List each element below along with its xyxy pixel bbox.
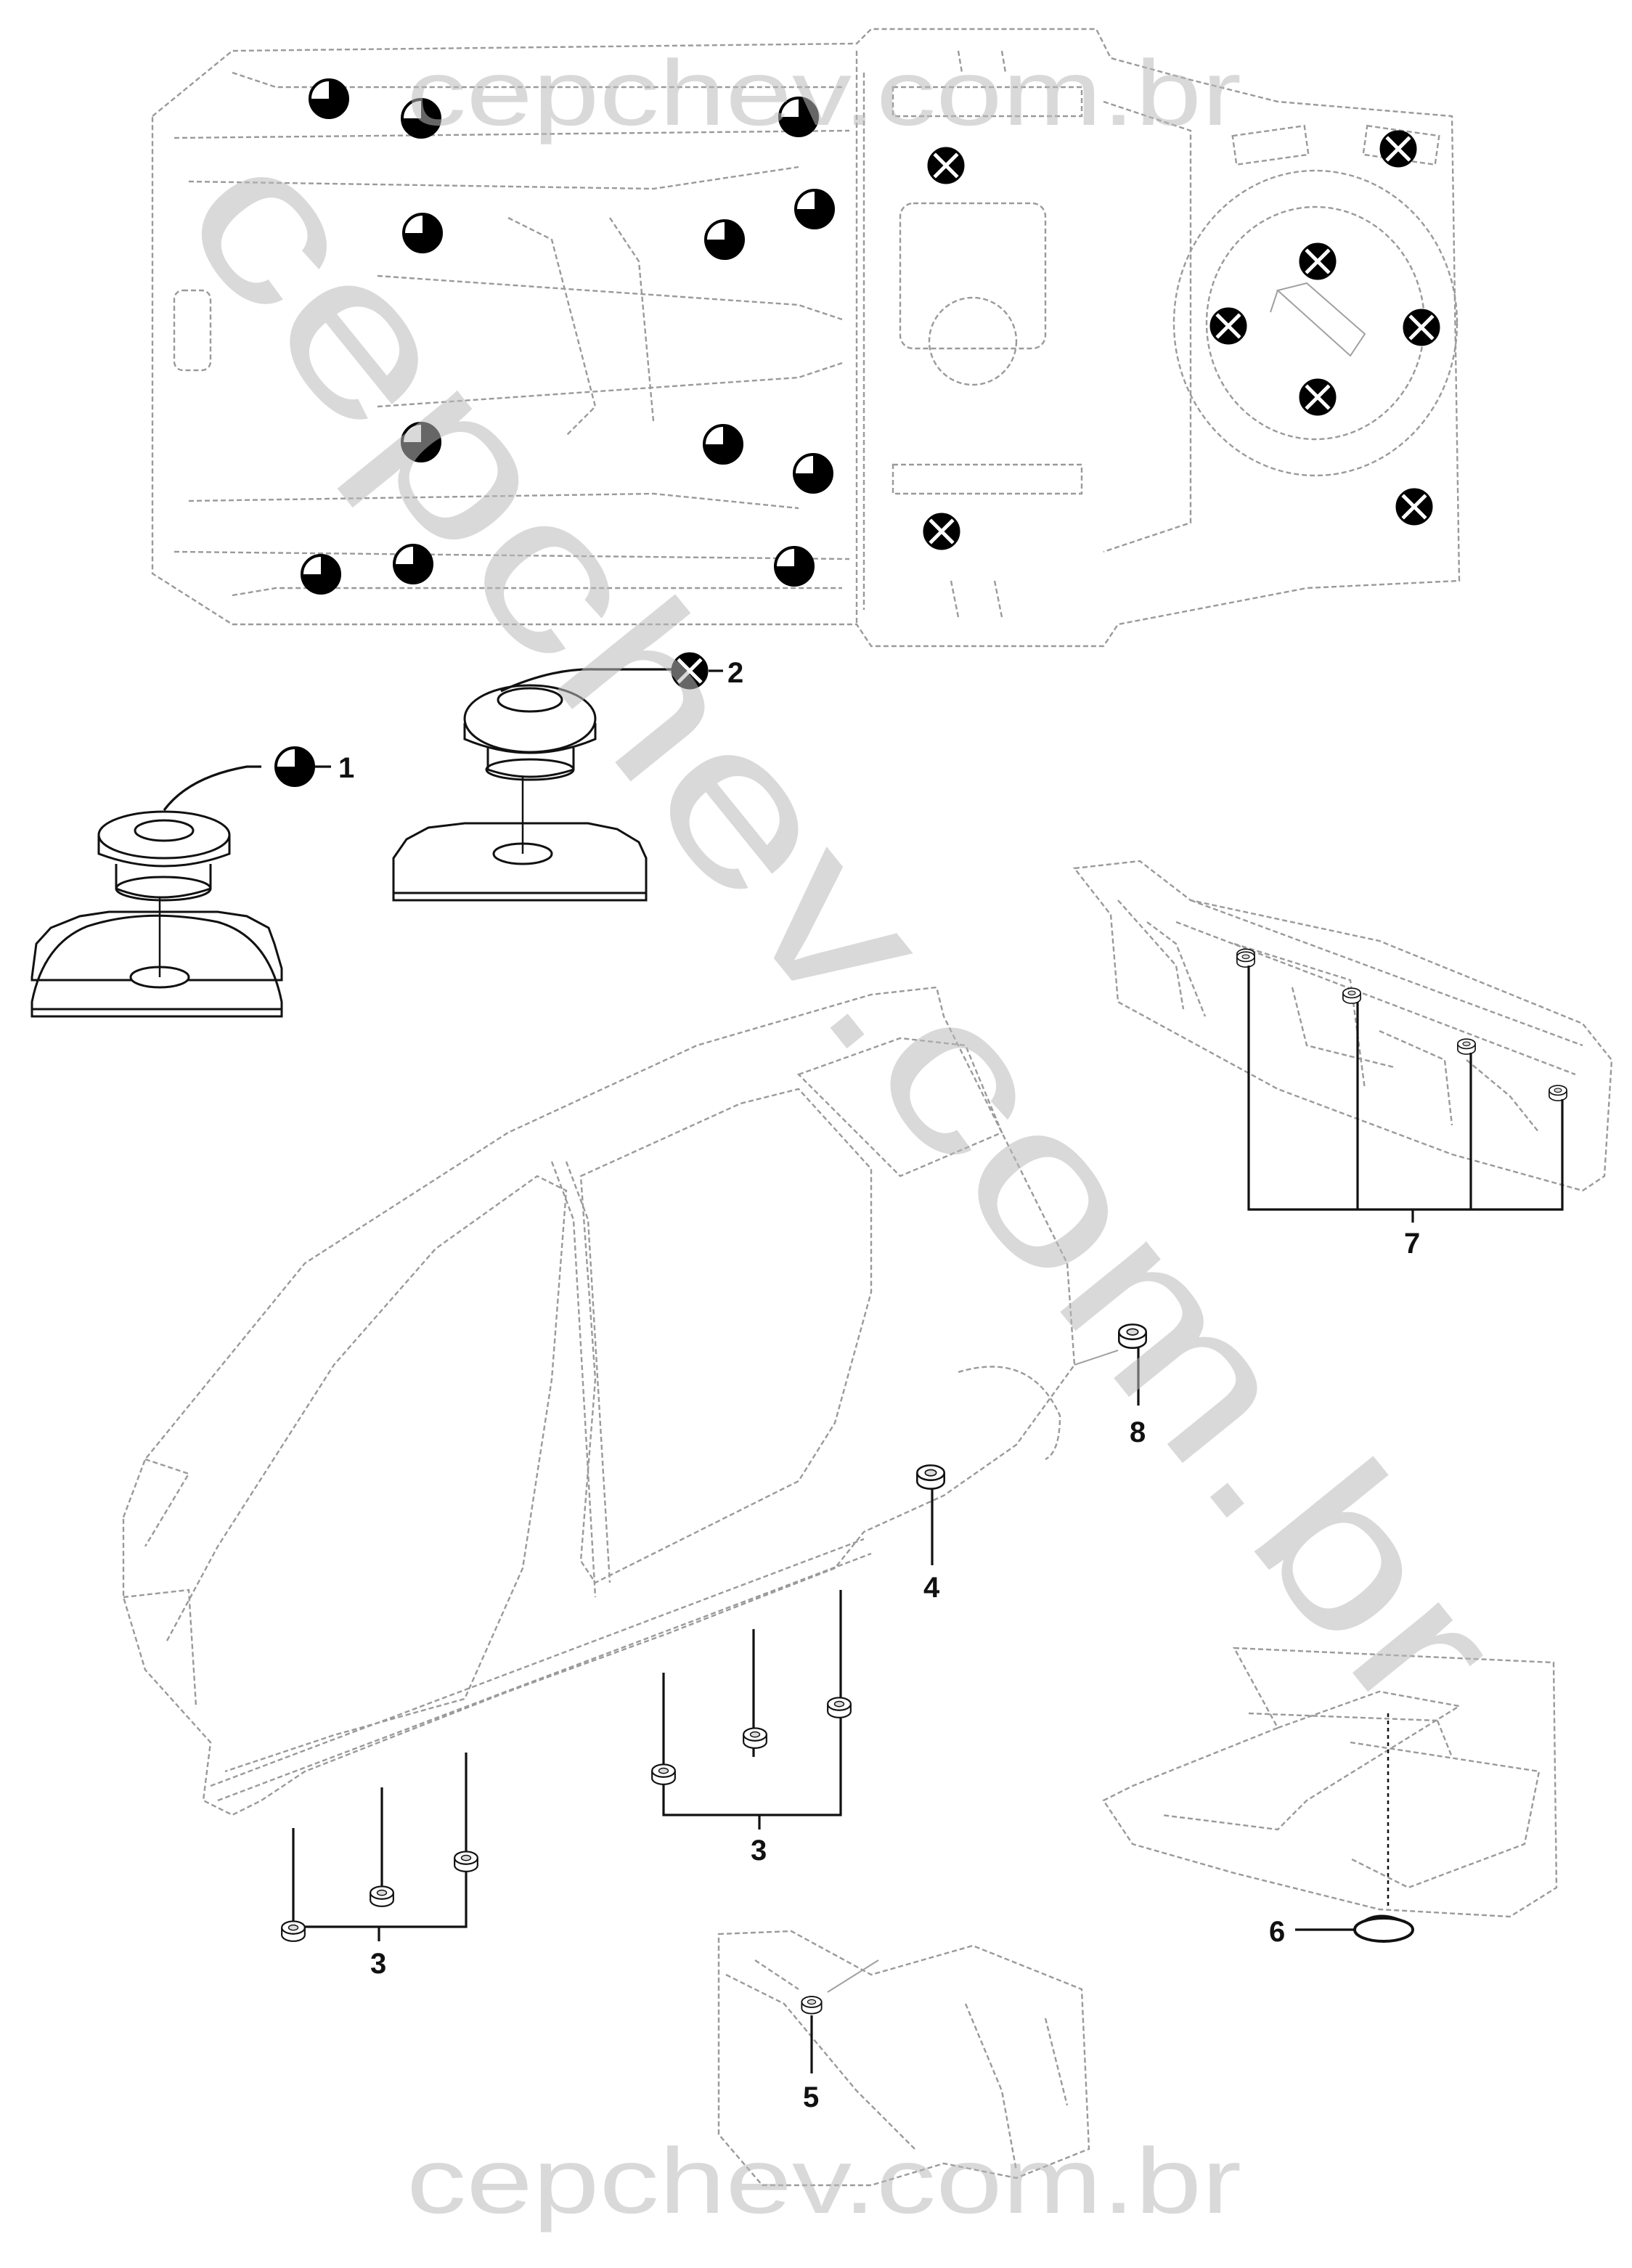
wheel-arch-plug: 4 [916, 1464, 945, 1604]
floor-plug-markers-type-2 [924, 131, 1439, 549]
plug-detail-type-2: 2 [392, 653, 743, 902]
callout-6: 6 [1269, 1916, 1285, 1948]
body-side-panel [122, 986, 1076, 1816]
crossed-circle-icon [1381, 131, 1416, 166]
rear-panel-plugs: 7 [1236, 951, 1567, 1260]
watermark-diagonal: cepchev.com.br [139, 98, 1546, 1759]
half-filled-circle-icon [704, 219, 745, 260]
crossed-circle-icon [1397, 489, 1432, 524]
plug-detail-type-1: 1 [30, 746, 354, 1018]
half-filled-circle-icon [301, 554, 341, 595]
half-filled-circle-icon [794, 189, 835, 229]
crossed-circle-icon [1300, 380, 1335, 415]
crossed-circle-icon [929, 148, 963, 183]
callout-5: 5 [803, 2081, 819, 2113]
callout-4: 4 [923, 1572, 940, 1604]
crossed-circle-icon [1404, 310, 1439, 345]
side-sill-front-plugs: 3 [281, 1753, 478, 1980]
crossed-circle-icon [1211, 309, 1246, 343]
watermark-top: cepchev.com.br [407, 41, 1241, 145]
half-filled-circle-icon [274, 746, 315, 787]
half-filled-circle-icon [703, 424, 743, 465]
watermark-bottom: cepchev.com.br [407, 2129, 1241, 2233]
quarter-panel-plug: 8 [1074, 1323, 1147, 1448]
callout-8: 8 [1130, 1416, 1146, 1448]
crossed-circle-icon [924, 514, 959, 549]
half-filled-circle-icon [793, 453, 833, 494]
callout-2: 2 [727, 657, 743, 689]
half-filled-circle-icon [774, 546, 815, 587]
callout-7: 7 [1404, 1228, 1420, 1260]
crossed-circle-icon [1300, 244, 1335, 279]
underbody-floor-panel [151, 28, 1461, 648]
callout-1: 1 [338, 752, 354, 784]
rear-panel-detail [1072, 860, 1613, 1192]
callout-3a: 3 [370, 1948, 386, 1980]
spare-well-detail: 6 [1102, 1647, 1558, 1948]
side-sill-rear-plugs: 3 [651, 1590, 852, 1867]
callout-3b: 3 [751, 1835, 767, 1867]
front-panel-detail: 5 [717, 1930, 1090, 2187]
